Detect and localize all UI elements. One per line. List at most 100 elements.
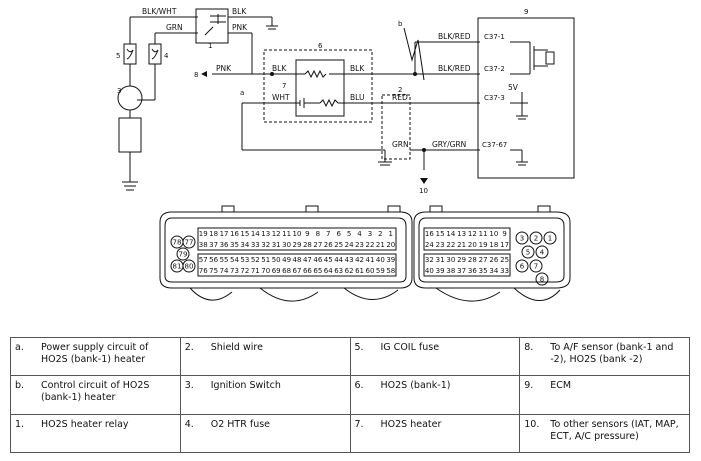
pin-circle (182, 235, 196, 249)
pin-number: 36 (468, 267, 477, 275)
pin-number: 40 (425, 267, 434, 275)
pin-number: 41 (365, 256, 374, 264)
pin-number: 81 (173, 263, 182, 271)
pin-number: 13 (457, 230, 466, 238)
pin-number: 48 (293, 256, 302, 264)
pin-number: 15 (240, 230, 249, 238)
pin-number: 54 (230, 256, 239, 264)
pin-number: 8 (316, 230, 320, 238)
pin-number: 30 (282, 241, 291, 249)
callout: 8 (194, 71, 198, 79)
pin-number: 1 (548, 235, 552, 243)
legend-key: b. (10, 375, 37, 415)
legend-value: HO2S (bank-1) (376, 375, 521, 415)
pin-number: 12 (272, 230, 281, 238)
pin-number: 27 (479, 256, 488, 264)
pin-number: 37 (209, 241, 218, 249)
o2-htr-fuse (148, 43, 162, 65)
pin-number: 74 (220, 267, 229, 275)
pin-number: 15 (436, 230, 445, 238)
legend-key: 6. (349, 375, 377, 415)
pin-number: 62 (345, 267, 354, 275)
pin-number: 63 (334, 267, 343, 275)
pin-number: 35 (230, 241, 239, 249)
pin-number: 31 (436, 256, 445, 264)
pin-number: 56 (209, 256, 218, 264)
pin-number: 32 (261, 241, 270, 249)
legend-value: HO2S heater relay (37, 413, 181, 454)
legend-row: b.Control circuit of HO2S (bank-1) heate… (10, 375, 691, 415)
callout: 1 (208, 42, 212, 50)
pin-number: 25 (500, 256, 509, 264)
pin-number: 42 (355, 256, 364, 264)
pin-number: 67 (293, 267, 302, 275)
wire-label: BLK/RED (438, 32, 471, 41)
legend-key: 5. (349, 336, 377, 377)
pin-number: 18 (489, 241, 498, 249)
pin-number: 29 (293, 241, 302, 249)
pin-number: 33 (500, 267, 509, 275)
wire-label: GRN (392, 140, 409, 149)
pin-number: 72 (240, 267, 249, 275)
pin-number: 33 (251, 241, 260, 249)
pin-number: 8 (540, 276, 544, 284)
pin-number: 5 (347, 230, 351, 238)
pin-number: 46 (313, 256, 322, 264)
pin-number: 11 (282, 230, 291, 238)
pin-number: 1 (389, 230, 393, 238)
connector-label: C37-2 (484, 65, 505, 73)
pin-number: 64 (324, 267, 333, 275)
pin-number: 43 (345, 256, 354, 264)
legend-key: 8. (519, 336, 547, 377)
pin-number: 26 (489, 256, 498, 264)
connector-label: C37-3 (484, 94, 505, 102)
legend-value: To other sensors (IAT, MAP, ECT, A/C pre… (546, 413, 691, 454)
pin-number: 50 (272, 256, 281, 264)
legend-key: 7. (349, 413, 377, 454)
pin-number: 60 (365, 267, 374, 275)
pin-number: 22 (365, 241, 374, 249)
connector-label: C37-1 (484, 33, 505, 41)
wire-label: BLK (350, 64, 365, 73)
legend-table: a.Power supply circuit of HO2S (bank-1) … (10, 336, 691, 454)
legend-key: 1. (10, 413, 37, 454)
pin-circle (529, 259, 543, 273)
pin-circle (535, 272, 549, 286)
ignition-switch (117, 85, 143, 111)
ig-coil-fuse (123, 43, 137, 65)
voltage-label: 5V (508, 83, 519, 92)
pin-number: 44 (334, 256, 343, 264)
wire-label: WHT (272, 93, 290, 102)
pin-number: 36 (220, 241, 229, 249)
pin-number: 27 (313, 241, 322, 249)
wiring-diagram: BLK/WHT BLK GRN PNK PNK BLK BLK WHT BLU … (116, 7, 575, 302)
wire-label: BLU (350, 93, 364, 102)
pin-number: 4 (357, 230, 362, 238)
pin-number: 16 (230, 230, 239, 238)
callout: 2 (398, 86, 402, 94)
pin-number: 6 (520, 263, 525, 271)
pin-number: 30 (446, 256, 455, 264)
pin-number: 52 (251, 256, 260, 264)
pin-number: 17 (500, 241, 509, 249)
pin-number: 11 (479, 230, 488, 238)
pin-number: 26 (324, 241, 333, 249)
legend-value: Ignition Switch (206, 375, 351, 415)
pin-number: 69 (272, 267, 281, 275)
pin-number: 24 (425, 241, 434, 249)
connector-housing-left (159, 211, 413, 289)
legend-key: 2. (179, 336, 207, 377)
connector-label: C37-67 (482, 141, 507, 149)
pin-number: 80 (185, 263, 194, 271)
pin-number: 19 (479, 241, 488, 249)
pin-number: 3 (520, 235, 524, 243)
pin-number: 61 (355, 267, 364, 275)
legend-value: HO2S heater (376, 413, 521, 454)
pin-number: 24 (345, 241, 354, 249)
relay-box (195, 8, 229, 44)
pin-number: 70 (261, 267, 270, 275)
callout: 7 (282, 82, 286, 90)
pin-number: 25 (334, 241, 343, 249)
